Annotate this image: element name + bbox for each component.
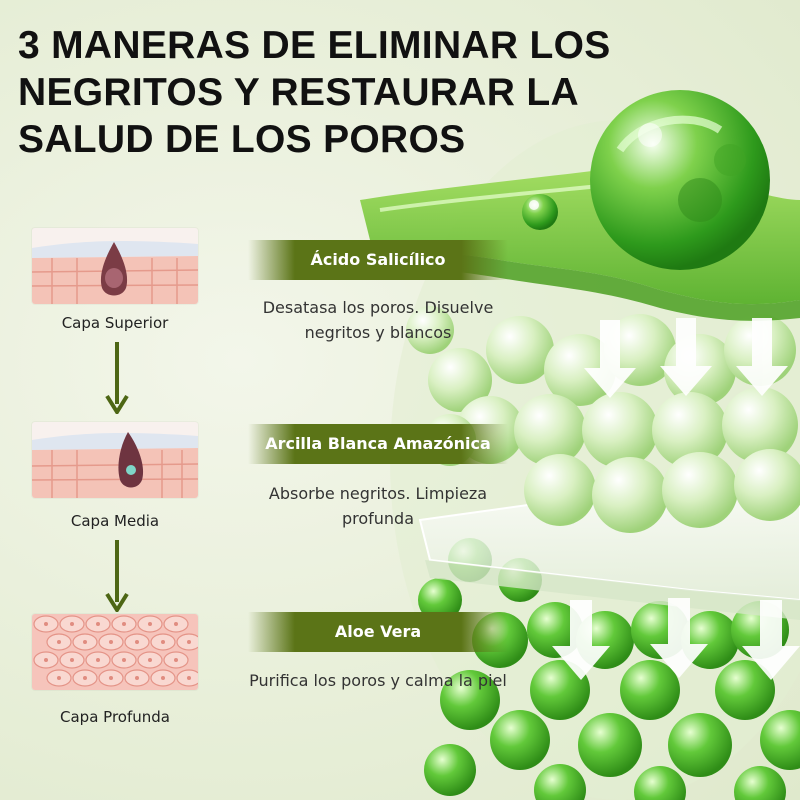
ingredient-name: Aloe Vera [334,622,422,641]
layer-label-superior: Capa Superior [61,314,169,332]
layer-label-profunda: Capa Profunda [60,708,170,726]
title-line-1: 3 MANERAS DE ELIMINAR LOS [18,24,611,67]
ingredient-name: Ácido Salicílico [310,250,446,269]
title-line-2: NEGRITOS Y RESTAURAR LA [18,71,579,114]
down-arrow-icon [105,342,129,414]
layer-label-media: Capa Media [70,512,160,530]
ingredient-name: Arcilla Blanca Amazónica [265,434,491,453]
middle-layer-illustration [32,422,198,498]
ingredient-band-aloe: Aloe Vera [248,612,508,652]
title-line-3: SALUD DE LOS POROS [18,118,466,161]
page-title: 3 MANERAS DE ELIMINAR LOS NEGRITOS Y RES… [18,22,618,163]
down-arrow-icon [105,540,129,612]
ingredient-band-salicylic: Ácido Salicílico [248,240,508,280]
ingredient-description: Absorbe negritos. Limpieza profunda [268,484,488,528]
deep-layer-illustration [32,614,198,690]
gel-ball [590,90,770,270]
ingredient-description: Purifica los poros y calma la piel [249,671,507,690]
ingredient-band-clay: Arcilla Blanca Amazónica [248,424,508,464]
upper-layer-illustration [32,228,198,304]
ingredient-description: Desatasa los poros. Disuelve negritos y … [262,298,494,342]
gel-droplet [522,194,558,230]
white-down-arrow-icon [552,318,800,680]
